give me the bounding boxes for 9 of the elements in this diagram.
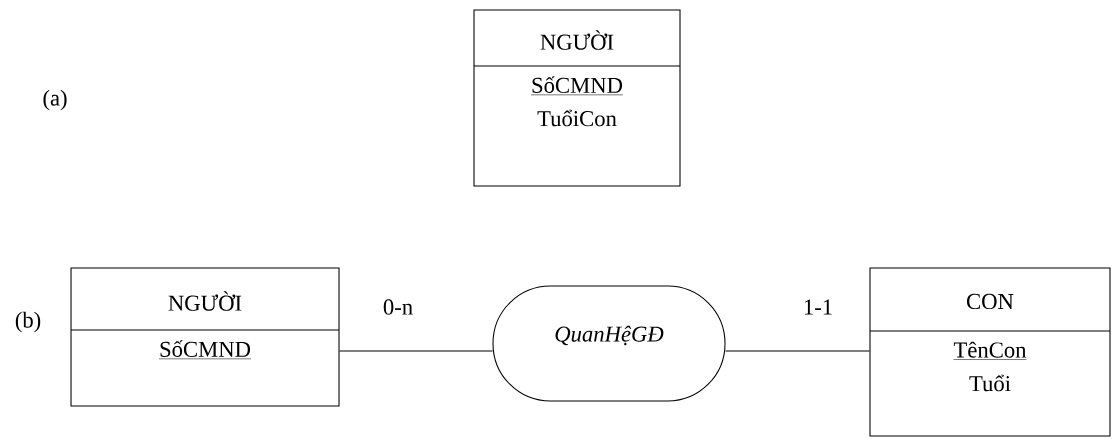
panel-label: (a) bbox=[43, 89, 67, 111]
panel-label: (b) bbox=[15, 311, 41, 333]
entity-box: NGƯỜI SốCMND TuổiCon bbox=[473, 9, 681, 187]
connector-line bbox=[339, 350, 493, 352]
connector-line bbox=[725, 350, 870, 352]
edge-label: 1-1 bbox=[804, 299, 832, 315]
entity-box: CON TênCon Tuổi bbox=[869, 267, 1111, 437]
entity-box: NGƯỜI SốCMND bbox=[70, 267, 340, 407]
edge-label: 0-n bbox=[383, 299, 413, 315]
